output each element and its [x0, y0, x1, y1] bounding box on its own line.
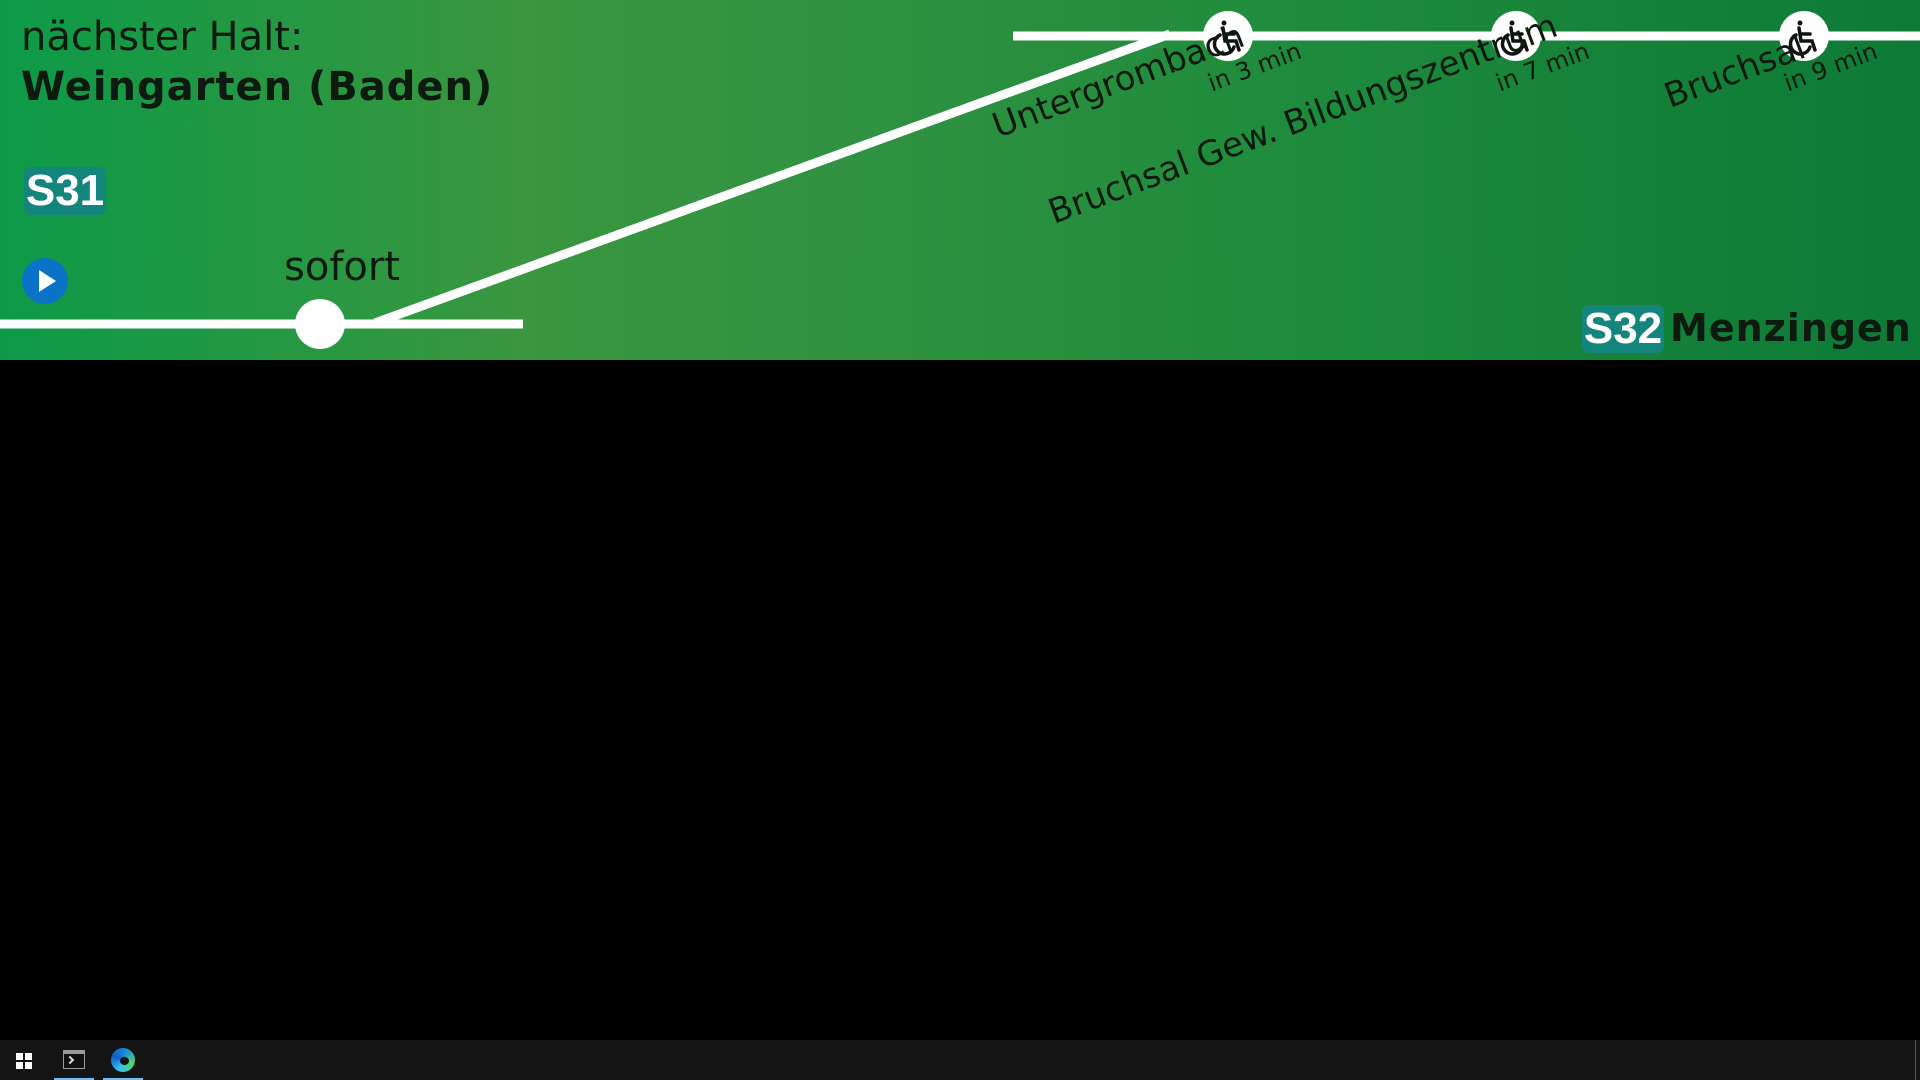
- wheelchair-icon: [1500, 20, 1529, 56]
- departure-display: nächster Halt: Weingarten (Baden) S31 so…: [0, 0, 1920, 360]
- taskbar: [0, 1040, 1920, 1080]
- edge-browser-icon: [111, 1048, 135, 1072]
- current-stop-marker: [295, 299, 345, 349]
- taskbar-edge-button[interactable]: [99, 1040, 147, 1080]
- taskbar-terminal-button[interactable]: [50, 1040, 98, 1080]
- windows-start-icon: [16, 1053, 32, 1069]
- stop-marker-2: [1491, 11, 1541, 61]
- stop-marker-1: [1203, 11, 1253, 61]
- route-track: [0, 11, 1920, 349]
- play-icon: [22, 258, 68, 304]
- destination-name: Menzingen: [1670, 306, 1912, 350]
- wheelchair-icon: [1788, 20, 1817, 56]
- wheelchair-icon: [1212, 20, 1241, 56]
- track-diagonal: [373, 29, 1172, 328]
- stop-marker-3: [1779, 11, 1829, 61]
- line-badge: S31: [24, 166, 106, 215]
- next-stop-name: Weingarten (Baden): [21, 64, 494, 110]
- destination-line-badge: S32: [1582, 304, 1664, 353]
- terminal-icon: [63, 1050, 85, 1069]
- show-desktop-button[interactable]: [1915, 1040, 1916, 1080]
- next-stop-label: nächster Halt:: [21, 14, 304, 60]
- start-button[interactable]: [0, 1040, 48, 1080]
- current-departure-time: sofort: [284, 244, 400, 290]
